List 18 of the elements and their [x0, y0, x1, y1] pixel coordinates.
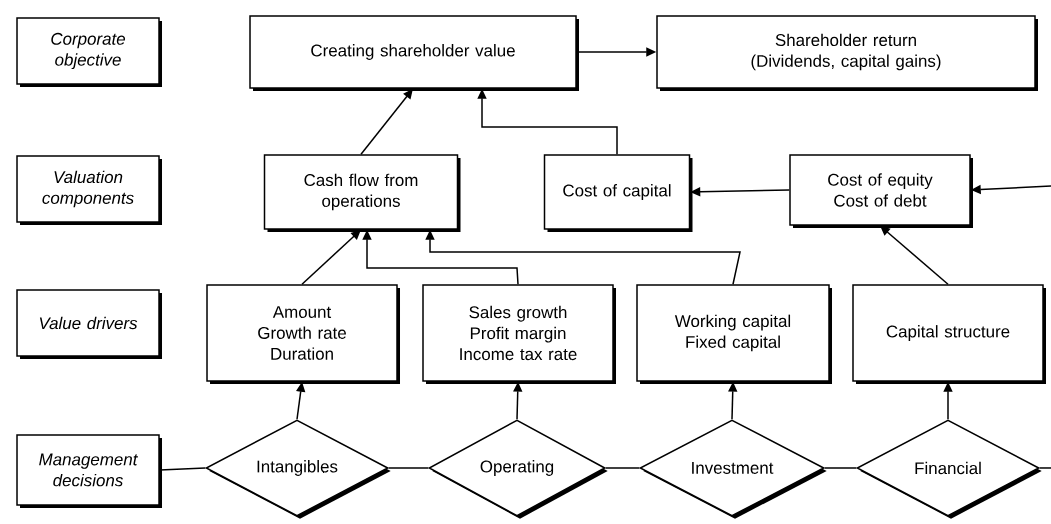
connector-line [159, 467, 206, 471]
process-box: Working capital Fixed capital [636, 284, 832, 384]
process-box: Cost of capital [543, 154, 693, 232]
row-label-box: Value drivers [16, 289, 162, 359]
process-box: Creating shareholder value [249, 15, 579, 91]
connector-line [605, 467, 640, 469]
connector-line [1039, 467, 1051, 469]
process-box: Amount Growth rate Duration [206, 284, 400, 384]
connector-line [824, 467, 857, 469]
process-box: Cost of equity Cost of debt [789, 154, 973, 228]
process-box: Cash flow from operations [263, 154, 461, 232]
process-box: Shareholder return (Dividends, capital gains) [656, 15, 1038, 91]
row-label-box: Corporate objective [16, 17, 162, 87]
row-label-box: Valuation components [16, 155, 162, 225]
process-box: Sales growth Profit margin Income tax rate [422, 284, 616, 384]
connector-line [388, 467, 429, 469]
process-box: Capital structure [852, 284, 1046, 384]
row-label-box: Management decisions [16, 434, 162, 508]
